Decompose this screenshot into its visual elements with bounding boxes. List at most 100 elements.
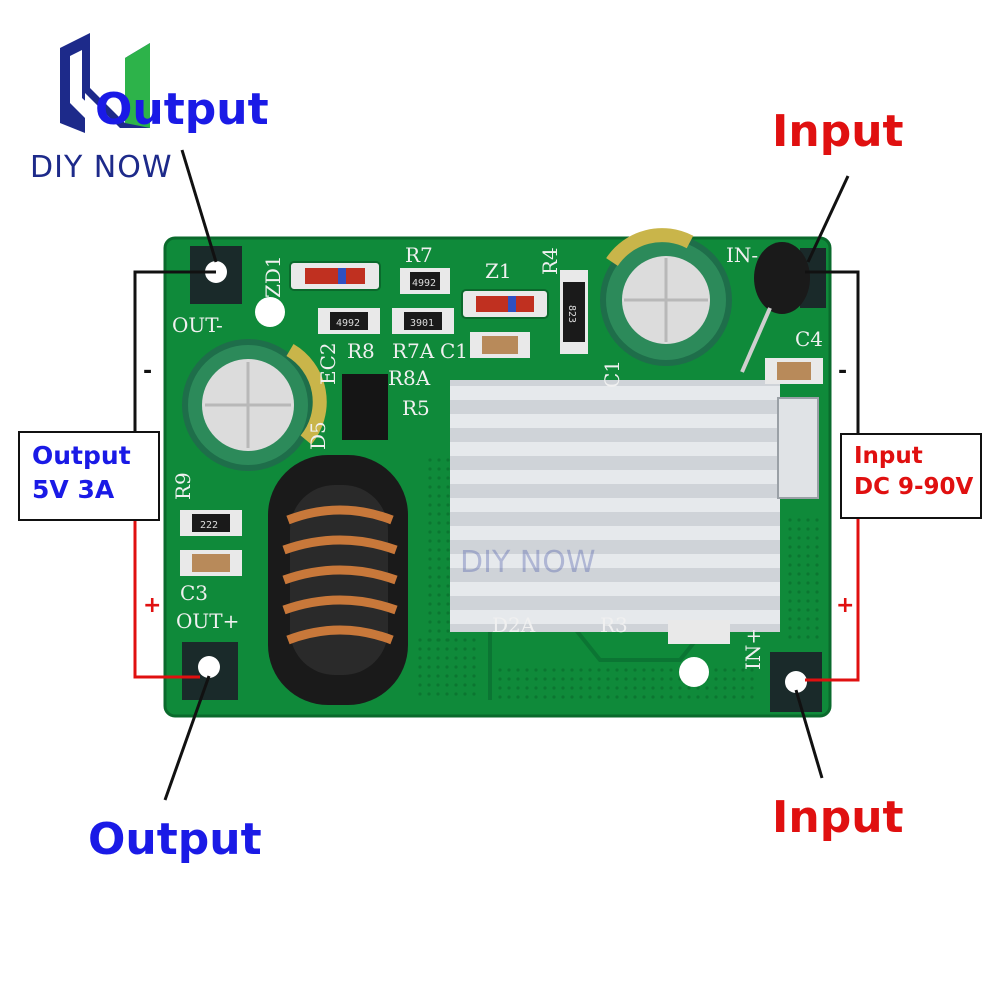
via-dot: [750, 695, 754, 699]
output-spec-title: Output: [32, 441, 131, 470]
via-dot: [615, 668, 619, 672]
via-dot: [579, 686, 583, 690]
via-dot: [788, 518, 792, 522]
via-dot: [797, 581, 801, 585]
via-dot: [797, 518, 801, 522]
via-dot: [750, 677, 754, 681]
via-dot: [797, 527, 801, 531]
via-dot: [678, 686, 682, 690]
via-dot: [428, 593, 432, 597]
via-dot: [615, 677, 619, 681]
via-dot: [669, 695, 673, 699]
silk-r9: R9: [171, 472, 195, 500]
mark-r4: 823: [566, 305, 577, 323]
via-dot: [534, 677, 538, 681]
via-dot: [507, 668, 511, 672]
via-dot: [806, 554, 810, 558]
via-dot: [437, 629, 441, 633]
via-dot: [446, 611, 450, 615]
via-dot: [687, 695, 691, 699]
via-dot: [815, 518, 819, 522]
input-pos-wire: [805, 518, 860, 682]
via-dot: [446, 602, 450, 606]
via-dot: [437, 620, 441, 624]
via-dot: [418, 638, 422, 642]
via-dot: [732, 668, 736, 672]
via-dot: [732, 677, 736, 681]
via-dot: [806, 518, 810, 522]
via-dot: [437, 548, 441, 552]
via-dot: [806, 590, 810, 594]
via-dot: [454, 656, 458, 660]
resistor-r7: [400, 268, 450, 294]
via-dot: [427, 665, 431, 669]
silk-r3: R3: [600, 613, 628, 637]
capacitor-c3: [180, 550, 242, 576]
pointer-output-bottom: [163, 675, 211, 801]
via-dot: [714, 686, 718, 690]
via-dot: [788, 554, 792, 558]
via-dot: [446, 593, 450, 597]
via-dot: [633, 677, 637, 681]
via-dot: [428, 539, 432, 543]
silk-r8a: R8A: [388, 366, 431, 390]
via-dot: [427, 647, 431, 651]
output-pos-wire: [133, 520, 200, 679]
via-dot: [507, 695, 511, 699]
via-dot: [543, 695, 547, 699]
via-dot: [525, 695, 529, 699]
via-dot: [741, 695, 745, 699]
via-dot: [696, 686, 700, 690]
via-dot: [463, 665, 467, 669]
via-dot: [437, 503, 441, 507]
via-dot: [750, 668, 754, 672]
via-dot: [806, 635, 810, 639]
silk-d2a: D2A: [492, 613, 536, 637]
via-dot: [445, 692, 449, 696]
via-dot: [427, 656, 431, 660]
via-dot: [446, 629, 450, 633]
output-bottom-label: Output: [88, 814, 262, 865]
via-dot: [570, 686, 574, 690]
via-dot: [446, 584, 450, 588]
via-dot: [446, 485, 450, 489]
via-dot: [788, 626, 792, 630]
via-dot: [660, 668, 664, 672]
diode-z1: [461, 289, 549, 319]
pointer-input-top: [806, 175, 850, 263]
via-dot: [815, 545, 819, 549]
via-dot: [446, 494, 450, 498]
via-dot: [651, 668, 655, 672]
mark-r7: 4992: [412, 278, 436, 289]
via-dot: [552, 695, 556, 699]
via-dot: [579, 677, 583, 681]
via-dot: [446, 467, 450, 471]
via-dot: [714, 695, 718, 699]
via-dot: [543, 677, 547, 681]
via-dot: [472, 674, 476, 678]
via-dot: [428, 467, 432, 471]
via-dot: [525, 668, 529, 672]
via-dot: [615, 686, 619, 690]
via-dot: [597, 668, 601, 672]
via-dot: [437, 557, 441, 561]
output-pos-sign: +: [143, 593, 161, 618]
via-dot: [788, 590, 792, 594]
via-dot: [472, 665, 476, 669]
via-dot: [561, 668, 565, 672]
output-top-label: Output: [95, 84, 269, 135]
via-dot: [624, 686, 628, 690]
via-dot: [788, 599, 792, 603]
via-dot: [436, 665, 440, 669]
silk-c1-smd: C1: [440, 339, 468, 363]
via-dot: [472, 692, 476, 696]
via-dot: [579, 695, 583, 699]
silk-d5: D5: [306, 421, 330, 450]
via-dot: [732, 686, 736, 690]
via-dot: [446, 557, 450, 561]
via-dot: [446, 503, 450, 507]
via-dot: [588, 695, 592, 699]
via-dot: [437, 476, 441, 480]
via-dot: [552, 686, 556, 690]
